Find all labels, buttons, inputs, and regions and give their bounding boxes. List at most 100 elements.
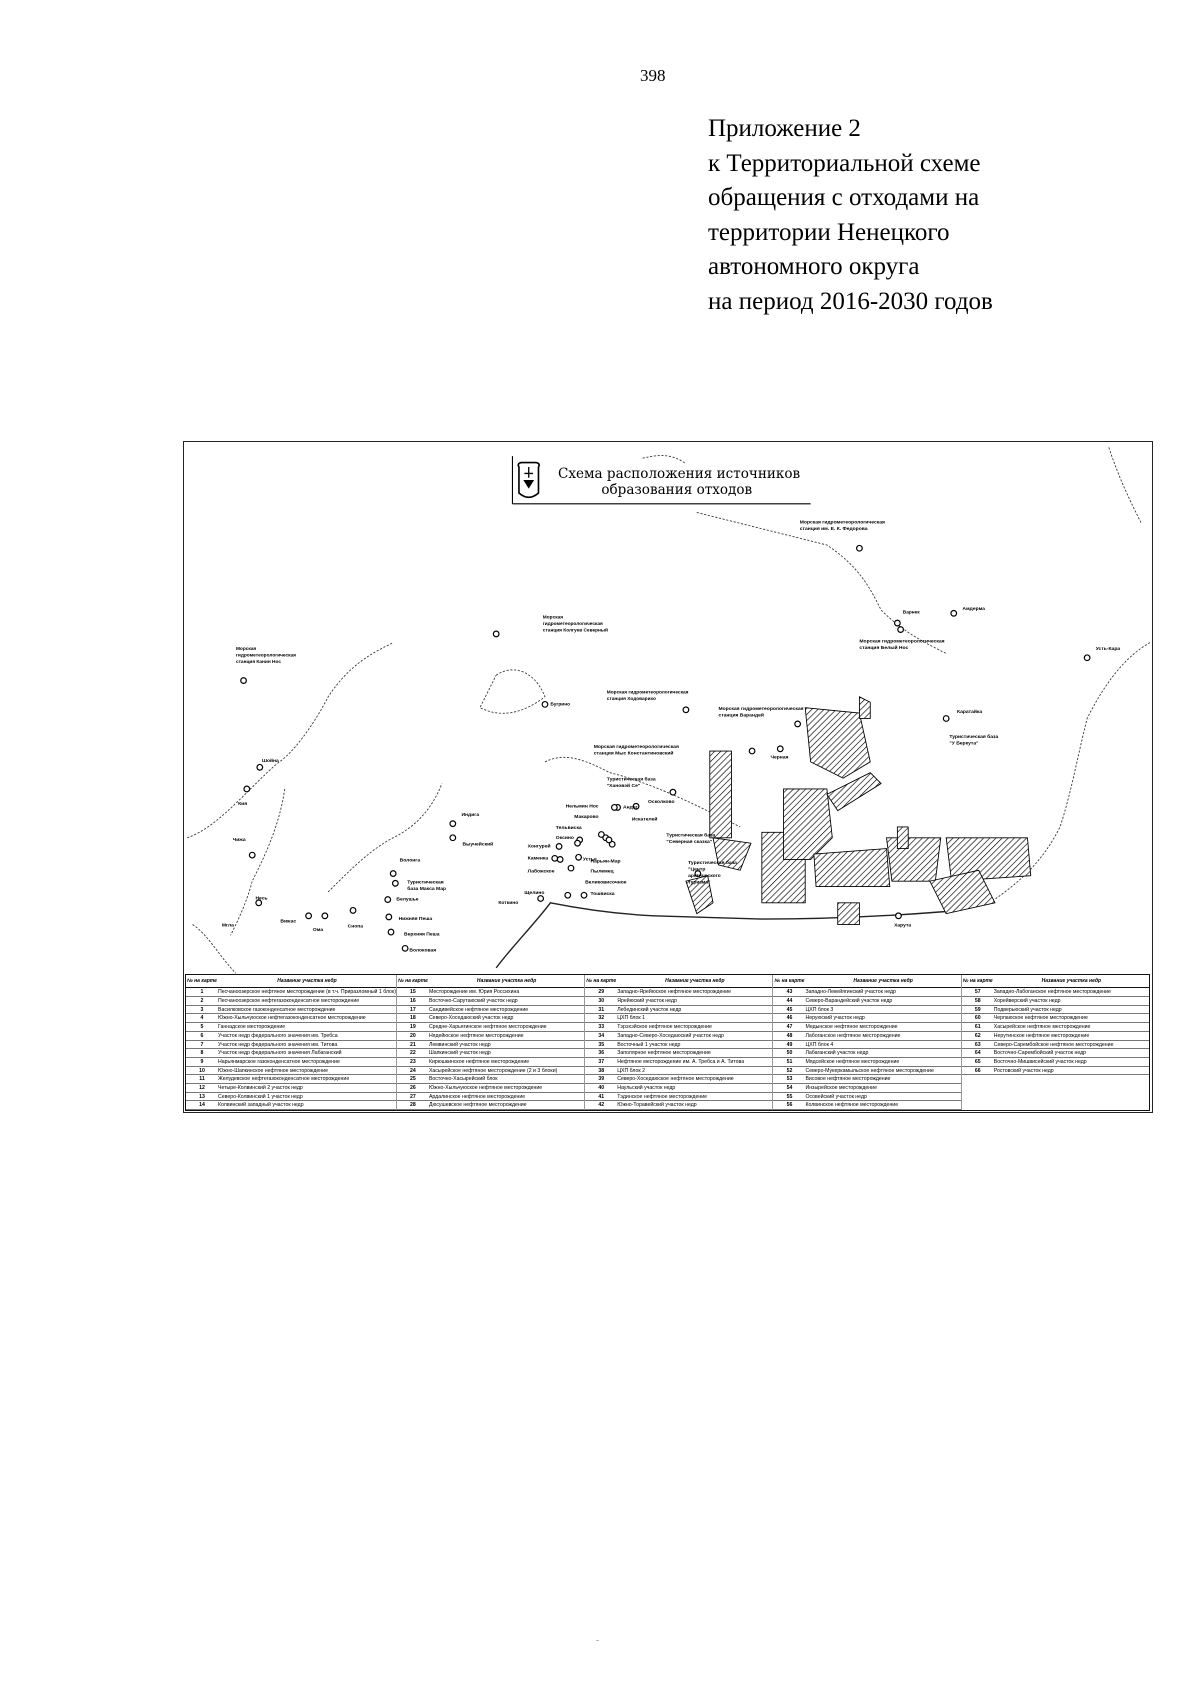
row-number: 40 [598,1084,605,1091]
row-name: Хасырейское нефтяное месторождение [993,1024,1091,1031]
settlement-marker-icon [391,879,399,887]
row-number: 62 [974,1032,981,1039]
row-name: Ардалинское нефтяное месторождение [428,1093,526,1100]
waste-sources-map: Схема расположения источников образовани… [183,441,1153,1113]
row-name: Ростовский участок недр [993,1067,1054,1074]
row-name: Северо-Колвинский 1 участок недр [218,1093,303,1100]
map-title-box: Схема расположения источников образовани… [511,456,811,505]
row-name: ЦХП блок 3 [805,1006,834,1013]
table-row [962,1075,1149,1084]
row-number: 38 [598,1067,605,1074]
table-row: 66 Ростовский участок недр [961,1067,1149,1076]
map-label-line: Морская гидрометеорологическая [607,690,689,696]
row-number: 66 [974,1067,981,1074]
map-label: Верхняя Пеша [404,931,440,937]
map-label-line: Индига [461,812,479,818]
row-name [994,1101,1149,1109]
settlement-marker-icon [748,747,756,755]
row-name: Северо-Варандейский участок недр [805,998,893,1005]
map-label-line: Снопа [348,924,364,930]
license-area [804,707,871,779]
map-label-line: Тошвиска [591,891,615,897]
license-area [712,837,752,871]
settlement-marker-icon [580,891,588,899]
header-number: № на карте [774,978,805,985]
row-number: 31 [598,1006,605,1013]
row-number: 59 [974,1006,981,1013]
map-label: Макарово [574,814,598,820]
map-title: Схема расположения источников [558,466,801,482]
row-number: 28 [410,1102,416,1109]
row-number: 2 [200,998,204,1005]
row-number: 10 [199,1067,205,1074]
map-label-line: станция Варандей [718,711,763,718]
license-area [896,826,909,850]
map-label-line: Морская [543,615,563,621]
map-label-line: Вижас [280,918,296,924]
row-name: ЦХП блок 2 [617,1067,645,1074]
row-number: 21 [410,1041,416,1048]
map-label-line: станция Канин Нос [236,659,281,665]
appendix-heading: Приложение 2 к Территориальной схеме обр… [708,112,993,319]
row-number: 12 [199,1084,205,1091]
map-label: Нижняя Пеша [399,916,433,922]
row-number: 16 [410,998,416,1005]
license-area [813,848,891,887]
coastline [187,447,1151,936]
row-name: Восточно-Хасырейский блок [428,1076,498,1083]
map-label: Осколково [648,799,675,805]
map-label-line: Черная [771,755,789,761]
map-label: Чижа [233,837,246,843]
table-row [962,1101,1149,1110]
row-name: Тэдинское нефтяное месторождение [617,1093,707,1100]
row-number: 43 [786,989,793,996]
map-label-line: Усть-Кара [1096,646,1121,652]
map-label-line: Несь [255,896,267,902]
header-name: Название участка недр [1041,978,1102,985]
license-area [929,869,996,915]
map-label-line: Верхняя Пеша [404,931,440,937]
license-area [709,750,732,839]
settlement-marker-icon [610,803,618,811]
map-label-line: Туристическая база [688,859,737,866]
map-label: Снопа [348,924,364,930]
map-label: Каратайка [957,708,982,715]
row-name: ЦХП блок 1 [617,1015,645,1022]
map-label: Туристическая база"Северная сказка" [666,832,715,846]
row-number: 4 [200,1015,204,1022]
row-name: Песчаноозерское нефтяное месторождение (… [218,989,396,996]
map-label: Нарьян-Мар [591,859,621,865]
row-number: 58 [974,998,981,1005]
settlement-marker-icon [794,720,802,728]
map-label-line: Тельвиска [556,825,582,831]
map-label: Харута [894,923,911,929]
row-number: 27 [410,1093,416,1100]
license-area [858,696,871,719]
map-label-line: Туристическая база [607,775,656,782]
map-label-line: Макарово [574,814,598,820]
settlement-marker-icon [243,785,251,793]
map-label-line: Морская гидрометеорологическая [594,744,679,750]
row-number: 7 [200,1041,204,1048]
row-name [994,1084,1149,1092]
